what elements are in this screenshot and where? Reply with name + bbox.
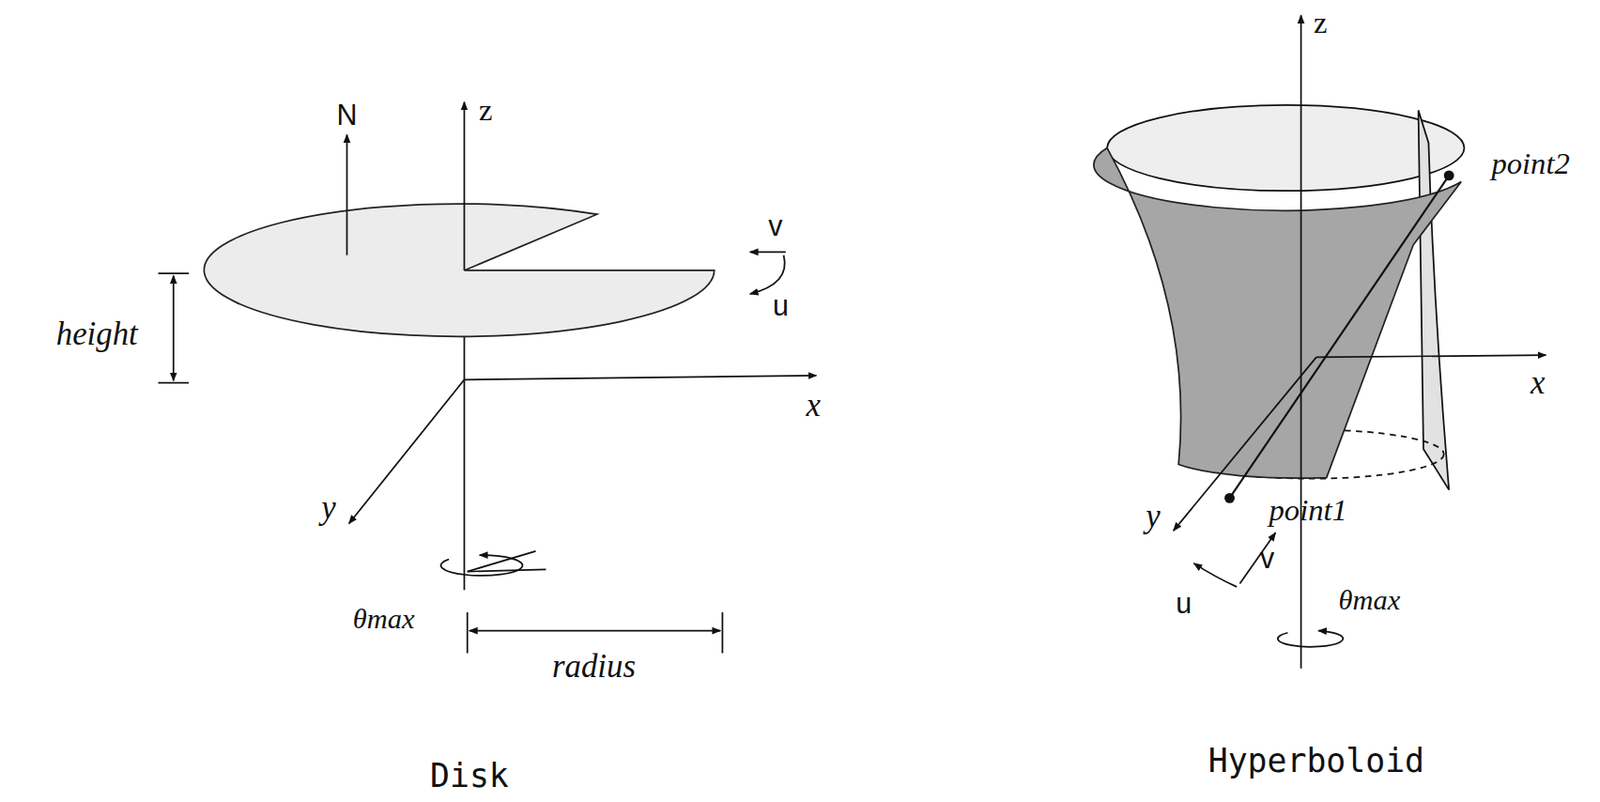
height-dimension: [172, 275, 175, 381]
sub-caption: Hyperboloid: [1208, 743, 1425, 777]
generating-line: [1230, 175, 1450, 498]
angle-label: θmax: [353, 604, 416, 633]
v-arrow: [750, 251, 786, 254]
parameter-label: v: [1260, 544, 1275, 573]
u-arrow: [1193, 563, 1237, 587]
axis-label: x: [805, 388, 820, 422]
parameter-label: v: [768, 212, 783, 241]
y-axis: [349, 379, 465, 524]
disk-shape: [203, 203, 714, 337]
axis-label: z: [1313, 7, 1327, 39]
axis-label: x: [1530, 366, 1545, 400]
sub-caption: Disk: [430, 759, 509, 793]
v-arrow: [1239, 532, 1276, 584]
normal-arrow: [346, 134, 349, 255]
angle-label: θmax: [1338, 585, 1401, 615]
x-axis: [1316, 354, 1547, 357]
x-axis: [463, 375, 816, 380]
z-axis: [463, 102, 466, 271]
angle-line: [467, 569, 547, 571]
dimension-tick: [157, 382, 189, 385]
dimension-tick: [722, 612, 724, 653]
dimension-label: radius: [552, 648, 636, 682]
radius-dimension: [469, 630, 721, 632]
dimension-tick: [466, 612, 469, 653]
parameter-label: u: [772, 292, 789, 321]
rotation-arrow: [1277, 630, 1344, 647]
angle-line: [467, 551, 537, 572]
axis-label: y: [1145, 498, 1160, 532]
dimension-tick: [157, 272, 189, 275]
parameter-label: u: [1175, 589, 1192, 618]
point-dot: [1444, 169, 1455, 181]
z-axis: [1300, 15, 1303, 669]
dimension-label: height: [56, 317, 139, 351]
normal-label: N: [336, 101, 357, 130]
point-dot: [1224, 492, 1235, 504]
u-arrow: [750, 255, 785, 294]
axis-label: z: [478, 94, 493, 126]
axis-label: y: [321, 491, 336, 524]
point-label: point2: [1491, 148, 1570, 180]
z-axis: [463, 337, 466, 591]
point-label: point1: [1269, 494, 1348, 526]
hyperboloid-top: [1107, 105, 1464, 191]
hyperboloid-back: [1418, 109, 1450, 490]
